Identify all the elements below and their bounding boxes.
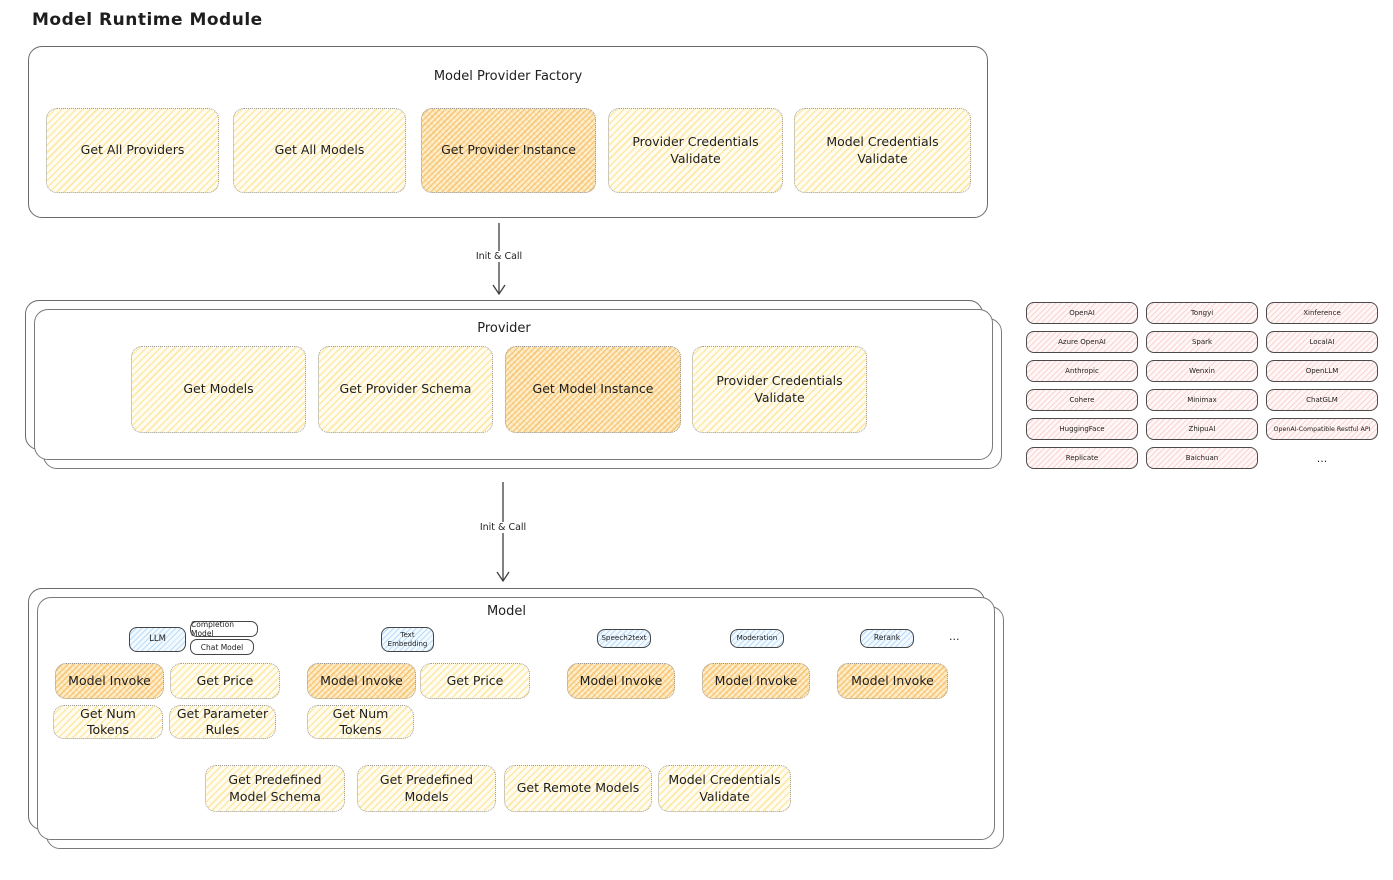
badge-chat-model: Chat Model xyxy=(190,639,254,655)
node-get-model-instance: Get Model Instance xyxy=(505,346,681,433)
node-provider-credentials-validate: Provider Credentials Validate xyxy=(608,108,783,193)
node-model-credentials-validate: Model Credentials Validate xyxy=(794,108,971,193)
provider-pill-spark: Spark xyxy=(1146,331,1258,353)
page-title: Model Runtime Module xyxy=(32,10,263,30)
node-llm-model-invoke: Model Invoke xyxy=(55,663,164,699)
node-get-all-models: Get All Models xyxy=(233,108,406,193)
node-get-predefined-model-schema: Get Predefined Model Schema xyxy=(205,765,345,812)
provider-pill-azure-openai: Azure OpenAI xyxy=(1026,331,1138,353)
node-embedding-get-num-tokens: Get Num Tokens xyxy=(307,705,414,739)
provider-pill-replicate: Replicate xyxy=(1026,447,1138,469)
node-llm-get-num-tokens: Get Num Tokens xyxy=(53,705,163,739)
node-model-credentials-validate-2: Model Credentials Validate xyxy=(658,765,791,812)
node-get-provider-instance: Get Provider Instance xyxy=(421,108,596,193)
node-embedding-model-invoke: Model Invoke xyxy=(307,663,416,699)
badge-llm: LLM xyxy=(129,627,186,652)
provider-pill-wenxin: Wenxin xyxy=(1146,360,1258,382)
node-get-predefined-models: Get Predefined Models xyxy=(357,765,496,812)
arrow-provider-to-model xyxy=(496,482,510,583)
provider-pill-openai: OpenAI xyxy=(1026,302,1138,324)
provider-pill-chatglm: ChatGLM xyxy=(1266,389,1378,411)
provider-title: Provider xyxy=(477,321,531,336)
node-embedding-get-price: Get Price xyxy=(420,663,530,699)
node-llm-get-price: Get Price xyxy=(170,663,280,699)
node-moderation-model-invoke: Model Invoke xyxy=(702,663,810,699)
model-title: Model xyxy=(486,604,527,619)
badge-text-embedding: Text Embedding xyxy=(381,627,434,652)
node-llm-get-parameter-rules: Get Parameter Rules xyxy=(169,705,276,739)
arrow-label-init-call-1: Init & Call xyxy=(471,251,527,262)
provider-pill-more: ... xyxy=(1316,451,1328,465)
badge-rerank: Rerank xyxy=(860,629,914,648)
provider-pill-zhipuai: ZhipuAI xyxy=(1146,418,1258,440)
provider-pill-xinference: Xinference xyxy=(1266,302,1378,324)
badge-speech2text: Speech2text xyxy=(597,629,651,648)
factory-box: Model Provider Factory Get All Providers… xyxy=(28,46,988,218)
badge-completion-model: Completion Model xyxy=(190,620,258,638)
factory-title: Model Provider Factory xyxy=(433,69,583,84)
provider-pill-minimax: Minimax xyxy=(1146,389,1258,411)
node-get-remote-models: Get Remote Models xyxy=(504,765,652,812)
node-speech2text-model-invoke: Model Invoke xyxy=(567,663,675,699)
node-get-models: Get Models xyxy=(131,346,306,433)
provider-box: Provider Get Models Get Provider Schema … xyxy=(25,300,983,450)
provider-pill-openllm: OpenLLM xyxy=(1266,360,1378,382)
provider-pill-cohere: Cohere xyxy=(1026,389,1138,411)
provider-pill-openai-compatible: OpenAI-Compatible Restful API xyxy=(1266,418,1378,440)
provider-pill-localai: LocalAI xyxy=(1266,331,1378,353)
node-get-all-providers: Get All Providers xyxy=(46,108,219,193)
provider-pill-baichuan: Baichuan xyxy=(1146,447,1258,469)
providers-grid: OpenAI Tongyi Xinference Azure OpenAI Sp… xyxy=(1026,302,1378,469)
badge-moderation: Moderation xyxy=(730,629,784,648)
model-types-more: ... xyxy=(949,630,960,643)
model-box: Model LLM Completion Model Chat Model Te… xyxy=(28,588,985,830)
node-rerank-model-invoke: Model Invoke xyxy=(837,663,948,699)
node-get-provider-schema: Get Provider Schema xyxy=(318,346,493,433)
provider-pill-huggingface: HuggingFace xyxy=(1026,418,1138,440)
node-provider-credentials-validate-2: Provider Credentials Validate xyxy=(692,346,867,433)
provider-pill-anthropic: Anthropic xyxy=(1026,360,1138,382)
provider-pill-tongyi: Tongyi xyxy=(1146,302,1258,324)
arrow-label-init-call-2: Init & Call xyxy=(475,522,531,533)
